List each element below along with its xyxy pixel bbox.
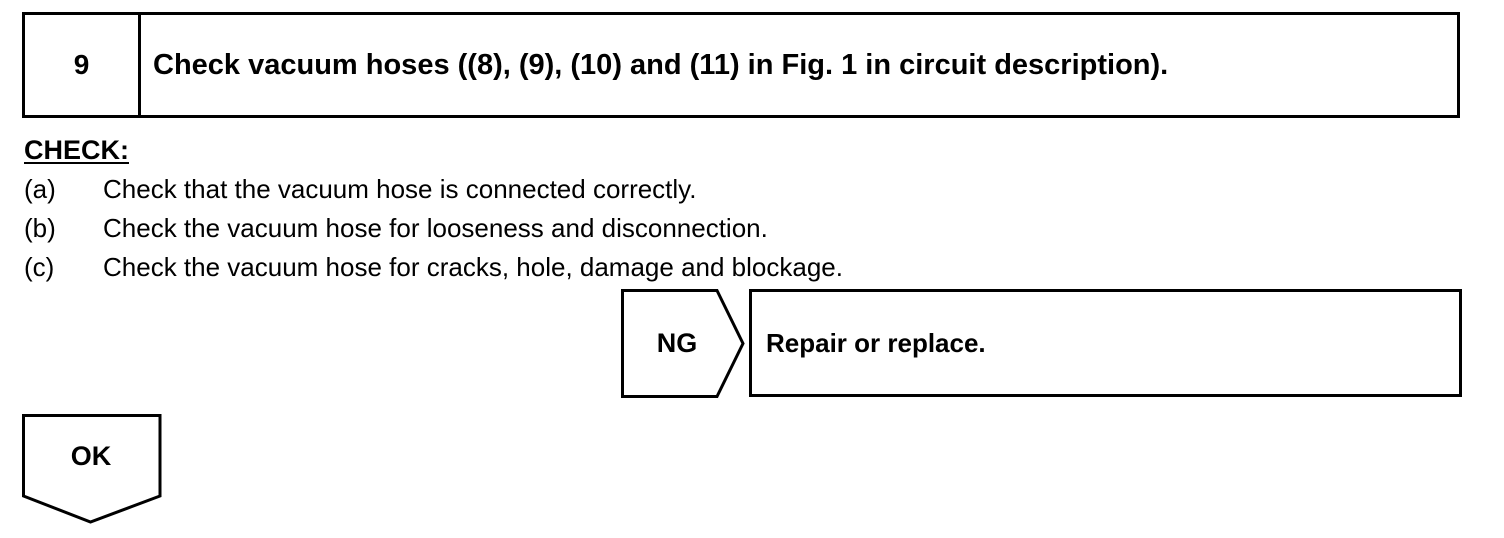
check-item-text: Check the vacuum hose for cracks, hole, … — [103, 252, 843, 282]
check-list: (a) Check that the vacuum hose is connec… — [24, 170, 843, 287]
step-title: Check vacuum hoses ((8), (9), (10) and (… — [153, 48, 1169, 81]
ok-label: OK — [70, 440, 112, 471]
ng-action-box: Repair or replace. — [749, 289, 1462, 397]
check-item-a: (a) Check that the vacuum hose is connec… — [24, 170, 843, 209]
check-item-text: Check the vacuum hose for looseness and … — [103, 213, 768, 243]
check-item-marker: (a) — [24, 174, 56, 204]
check-heading: CHECK: — [24, 135, 129, 165]
check-item-c: (c) Check the vacuum hose for cracks, ho… — [24, 248, 843, 287]
step-header-box: 9 Check vacuum hoses ((8), (9), (10) and… — [22, 12, 1460, 118]
ng-arrow-shape — [621, 289, 745, 398]
check-item-b: (b) Check the vacuum hose for looseness … — [24, 209, 843, 248]
ok-arrow-shape — [22, 414, 162, 524]
check-item-text: Check that the vacuum hose is connected … — [103, 174, 697, 204]
check-item-marker: (c) — [24, 252, 55, 282]
check-item-marker: (b) — [24, 213, 56, 243]
step-number: 9 — [25, 15, 141, 115]
ng-label: NG — [656, 328, 698, 358]
